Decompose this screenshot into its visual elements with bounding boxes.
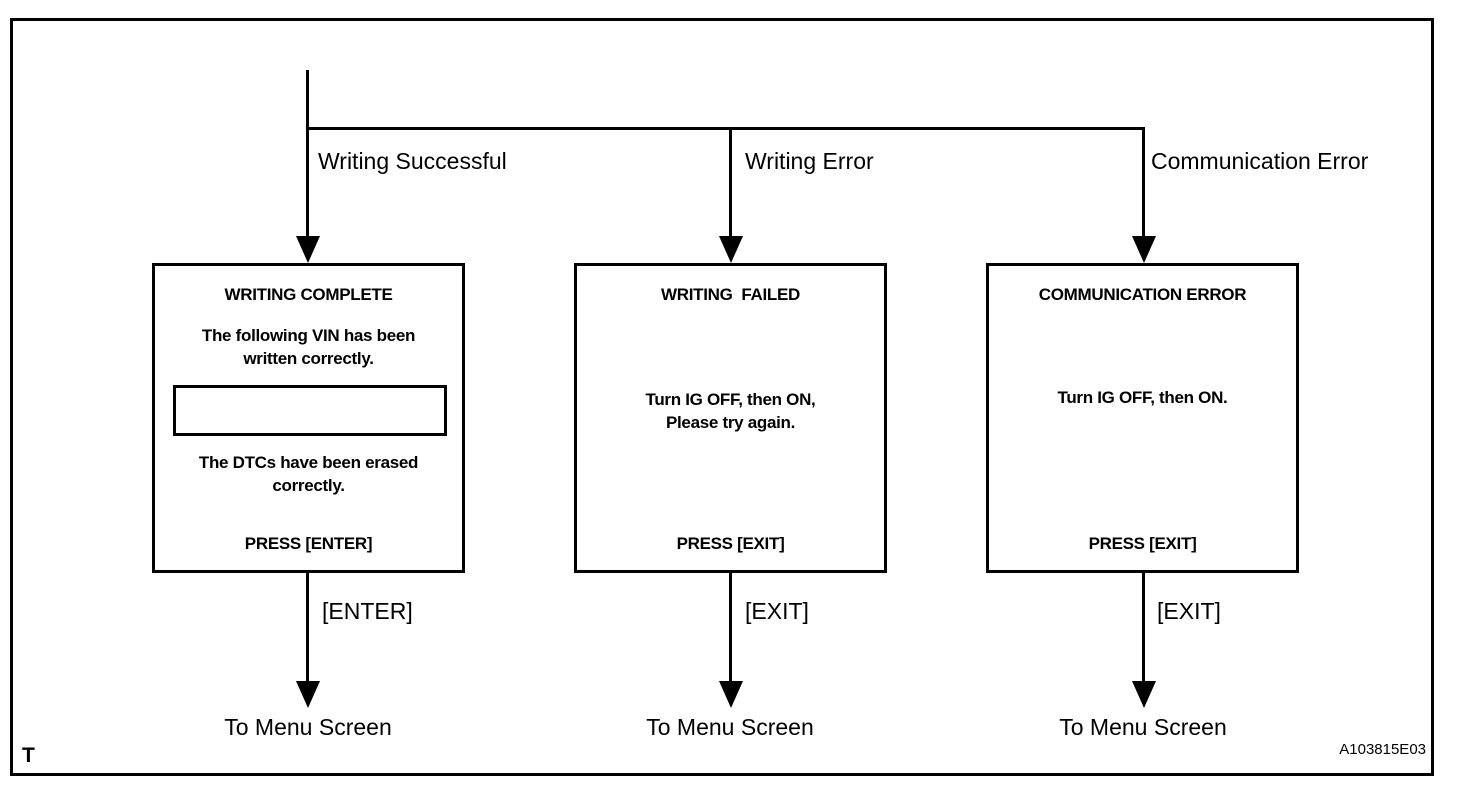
arrow-line-exit-3: [1142, 573, 1145, 683]
vin-display-field: [173, 385, 447, 436]
arrowhead-down-icon: [1132, 681, 1156, 708]
screen-message: Turn IG OFF, then ON.: [1057, 388, 1228, 407]
press-instruction: PRESS [ENTER]: [244, 534, 373, 553]
arrowhead-down-icon: [296, 681, 320, 708]
key-label-exit-1: [EXIT]: [745, 598, 809, 624]
screen-message-top: The following VIN has been written corre…: [201, 326, 416, 368]
key-label-exit-2: [EXIT]: [1157, 598, 1221, 624]
branch-condition-writing-successful: Writing Successful: [318, 148, 507, 174]
branch-condition-communication-error: Communication Error: [1151, 148, 1369, 174]
destination-label-1: To Menu Screen: [224, 714, 392, 740]
press-instruction: PRESS [EXIT]: [1088, 534, 1197, 553]
arrowhead-down-icon: [719, 681, 743, 708]
connector-branch-line: [306, 127, 1145, 130]
press-instruction: PRESS [EXIT]: [676, 534, 785, 553]
screen-message: Turn IG OFF, then ON, Please try again.: [645, 390, 816, 432]
destination-label-2: To Menu Screen: [646, 714, 814, 740]
arrow-line-branch-1: [306, 127, 309, 237]
figure-code: A103815E03: [1339, 741, 1426, 758]
arrow-line-branch-3: [1142, 127, 1145, 237]
screen-title: WRITING FAILED: [660, 285, 801, 304]
arrowhead-down-icon: [719, 236, 743, 263]
screen-title: COMMUNICATION ERROR: [1038, 285, 1247, 304]
key-label-enter: [ENTER]: [322, 598, 413, 624]
arrow-line-exit-2: [729, 573, 732, 683]
screen-box-writing-failed: WRITING FAILED Turn IG OFF, then ON, Ple…: [574, 263, 887, 573]
screen-title: WRITING COMPLETE: [224, 285, 393, 304]
arrowhead-down-icon: [1132, 236, 1156, 263]
arrowhead-down-icon: [296, 236, 320, 263]
page-corner-mark: T: [22, 744, 35, 767]
arrow-line-branch-2: [729, 127, 732, 237]
branch-condition-writing-error: Writing Error: [745, 148, 874, 174]
screen-box-communication-error: COMMUNICATION ERROR Turn IG OFF, then ON…: [986, 263, 1299, 573]
screen-message-bottom: The DTCs have been erased correctly.: [198, 453, 419, 495]
screen-box-writing-complete: WRITING COMPLETE The following VIN has b…: [152, 263, 465, 573]
destination-label-3: To Menu Screen: [1059, 714, 1227, 740]
diagram-border: [10, 18, 1434, 776]
connector-stem-line: [306, 70, 309, 130]
arrow-line-exit-1: [306, 573, 309, 683]
